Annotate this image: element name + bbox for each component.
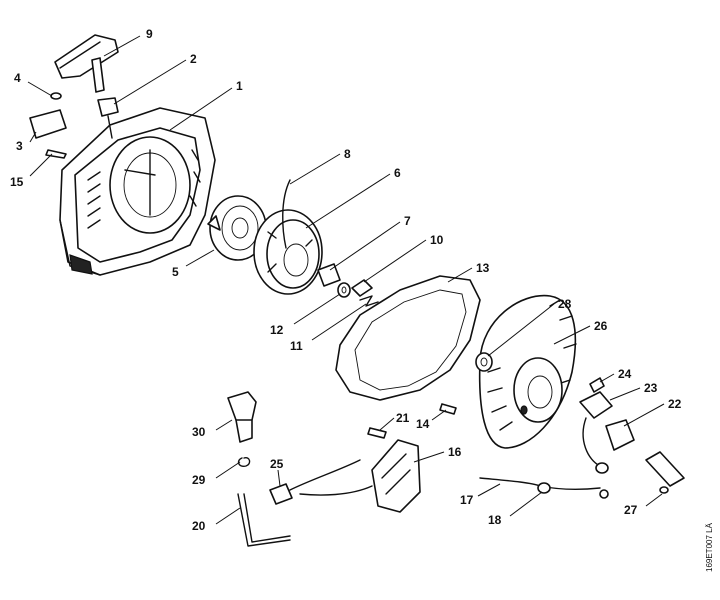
hex-wrench xyxy=(237,493,291,547)
fan-housing xyxy=(335,275,481,401)
spring-clip-29 xyxy=(237,456,251,468)
plug-screw xyxy=(50,92,62,100)
callout-24: 24 xyxy=(618,367,632,381)
callout-1: 1 xyxy=(236,79,243,93)
ignition-coil xyxy=(289,439,421,513)
callout-29: 29 xyxy=(192,473,206,487)
spring-clip xyxy=(359,295,379,307)
callout-23: 23 xyxy=(644,381,658,395)
callout-7: 7 xyxy=(404,214,411,228)
callout-2: 2 xyxy=(190,52,197,66)
callout-3: 3 xyxy=(16,139,23,153)
callout-20: 20 xyxy=(192,519,206,533)
flywheel xyxy=(478,294,577,449)
washer-27 xyxy=(659,486,669,494)
callout-6: 6 xyxy=(394,166,401,180)
screw-14 xyxy=(439,403,457,415)
starter-housing xyxy=(59,107,216,276)
callout-5: 5 xyxy=(172,265,179,279)
callout-11: 11 xyxy=(290,339,303,353)
pawl xyxy=(351,279,373,297)
callout-14: 14 xyxy=(416,417,430,431)
screw-21 xyxy=(367,427,387,439)
callout-28: 28 xyxy=(558,297,572,311)
pin xyxy=(45,149,67,159)
spacer-sleeve xyxy=(317,263,341,287)
screw-24 xyxy=(589,377,605,393)
rope-rotor xyxy=(253,209,323,295)
callout-10: 10 xyxy=(430,233,444,247)
callout-17: 17 xyxy=(460,493,474,507)
callout-27: 27 xyxy=(624,503,638,517)
spark-plug xyxy=(645,451,685,487)
breaker-arm xyxy=(605,419,635,451)
spark-plug-terminal xyxy=(269,483,293,505)
callout-15: 15 xyxy=(10,175,24,189)
cover-plate xyxy=(29,109,67,139)
callout-16: 16 xyxy=(448,445,462,459)
callout-9: 9 xyxy=(146,27,153,41)
washer-12 xyxy=(337,282,351,298)
callout-8: 8 xyxy=(344,147,351,161)
callout-25: 25 xyxy=(270,457,284,471)
callout-30: 30 xyxy=(192,425,206,439)
callout-4: 4 xyxy=(14,71,21,85)
leader-lines xyxy=(27,35,665,525)
rope-guide-bush xyxy=(97,97,119,139)
callout-18: 18 xyxy=(488,513,502,527)
callout-21: 21 xyxy=(396,411,410,425)
contact-set xyxy=(579,391,613,474)
starter-rope xyxy=(282,179,291,249)
callout-12: 12 xyxy=(270,323,284,337)
ground-wire xyxy=(479,477,609,499)
callout-22: 22 xyxy=(668,397,682,411)
starter-grip xyxy=(54,34,119,93)
spark-plug-boot xyxy=(227,391,257,443)
callout-13: 13 xyxy=(476,261,490,275)
callout-labels: 9 2 1 4 3 15 8 6 5 7 10 13 12 11 28 26 2… xyxy=(10,27,682,533)
flywheel-nut xyxy=(475,352,493,372)
reference-code: 169ET007 LÄ xyxy=(705,522,714,572)
callout-26: 26 xyxy=(594,319,608,333)
